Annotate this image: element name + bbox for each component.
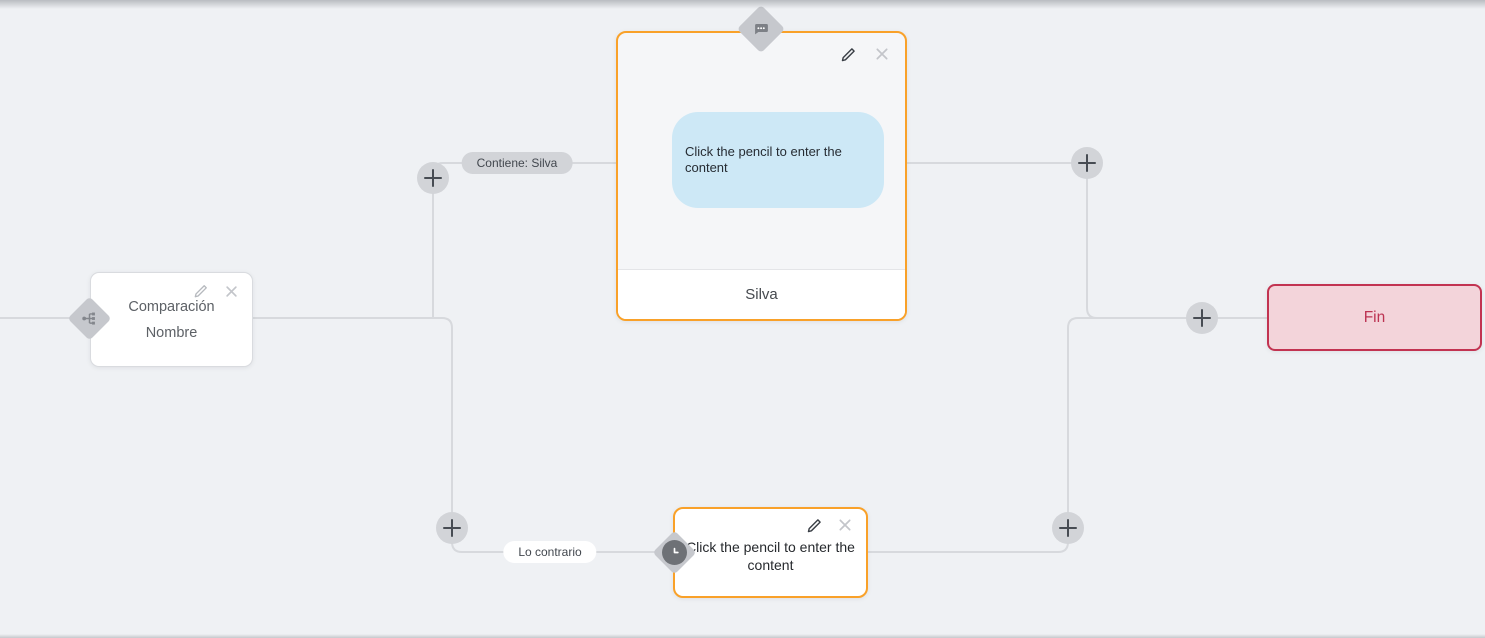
wait-port[interactable] — [651, 529, 697, 575]
edge-condition-branch-down — [253, 317, 656, 553]
condition-port[interactable] — [66, 295, 112, 341]
message-bubble-text: Click the pencil to enter the content — [685, 144, 842, 175]
add-node-button-after-wait[interactable] — [1052, 512, 1084, 544]
condition-title-line1: Comparación — [128, 299, 215, 315]
edge-condition-branch-up — [432, 162, 616, 318]
end-node-label: Fin — [1363, 308, 1386, 326]
wait-node[interactable]: Click the pencil to enter the content — [673, 507, 868, 598]
edge-wait-out — [868, 317, 1267, 553]
add-node-button-top-branch[interactable] — [417, 162, 449, 194]
message-footer-text: Silva — [745, 286, 778, 303]
condition-title-line2: Nombre — [145, 325, 198, 341]
close-icon[interactable] — [873, 45, 891, 63]
close-icon[interactable] — [836, 516, 854, 534]
pencil-icon[interactable] — [839, 45, 857, 63]
pencil-icon[interactable] — [192, 282, 210, 300]
message-footer: Silva — [618, 269, 905, 319]
end-node[interactable]: Fin — [1267, 284, 1482, 351]
pencil-icon[interactable] — [805, 516, 823, 534]
message-node[interactable]: Click the pencil to enter the content Si… — [616, 31, 907, 321]
chat-bubble-icon — [752, 20, 770, 38]
add-node-button-before-end[interactable] — [1186, 302, 1218, 334]
close-icon[interactable] — [222, 282, 240, 300]
message-port[interactable] — [736, 4, 786, 54]
wait-node-text: Click the pencil to enter the content — [686, 539, 855, 573]
edge-label-otherwise[interactable]: Lo contrario — [503, 541, 597, 563]
edge-message-out — [907, 162, 1098, 319]
add-node-button-after-message[interactable] — [1071, 147, 1103, 179]
clock-icon — [661, 539, 687, 565]
branch-icon — [81, 310, 98, 327]
add-node-button-bottom-branch[interactable] — [436, 512, 468, 544]
condition-node[interactable]: Comparación Nombre — [90, 272, 253, 367]
message-bubble: Click the pencil to enter the content — [672, 112, 884, 208]
edge-label-contains[interactable]: Contiene: Silva — [461, 152, 573, 174]
